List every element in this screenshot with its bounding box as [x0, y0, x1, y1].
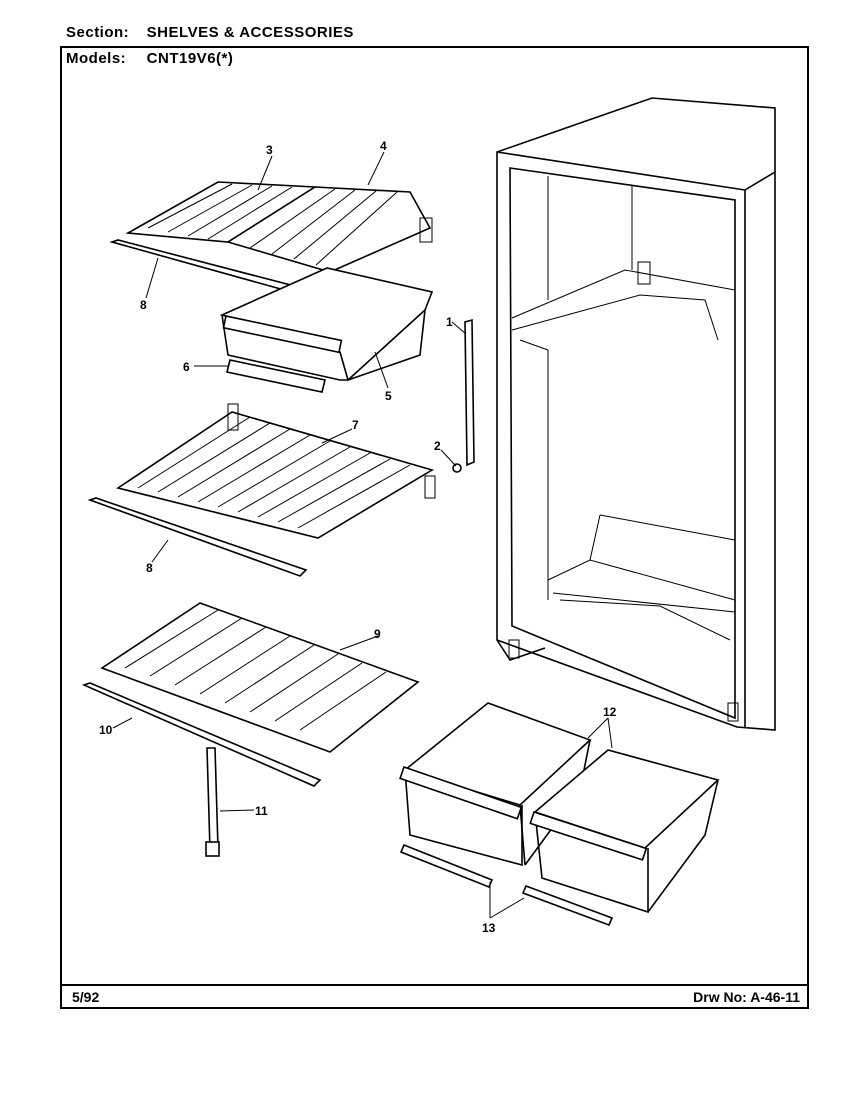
- models-value: CNT19V6(*): [146, 50, 234, 67]
- shelf-support-1: [464, 318, 475, 467]
- callout-8-upper: 8: [140, 298, 147, 312]
- callout-5: 5: [385, 389, 392, 403]
- callout-10: 10: [99, 723, 113, 737]
- wire-shelf-7: [116, 403, 436, 539]
- footer-drawing-number: Drw No: A-46-11: [693, 989, 800, 1005]
- callout-labels: 3 4 8 5 6 1 2 7 8 9 10 11 12 13: [99, 139, 617, 935]
- callout-9: 9: [374, 627, 381, 641]
- crisper-drawer-12-right: [529, 749, 720, 914]
- shelf-trim-10: [81, 682, 322, 787]
- callout-2: 2: [434, 439, 441, 453]
- refrigerator-cabinet: [496, 97, 776, 731]
- section-label: Section:: [66, 24, 130, 41]
- callout-7: 7: [352, 418, 359, 432]
- models-label: Models:: [66, 50, 127, 67]
- shelf-trim-8-middle: [87, 497, 308, 577]
- callout-8-middle: 8: [146, 561, 153, 575]
- screw-2: [452, 463, 462, 473]
- models-heading: Models: CNT19V6(*): [66, 50, 233, 67]
- callout-leaders: [112, 151, 613, 919]
- meat-keeper-5: [219, 267, 434, 382]
- callout-12: 12: [603, 705, 617, 719]
- callout-13: 13: [482, 921, 496, 935]
- crisper-drawer-12-left: [399, 702, 592, 867]
- shelf-stud-11: [205, 747, 220, 857]
- footer-divider: [60, 984, 809, 986]
- callout-1: 1: [446, 315, 453, 329]
- callout-11: 11: [255, 804, 268, 818]
- diagram-frame: [60, 46, 809, 1009]
- section-heading: Section: SHELVES & ACCESSORIES: [66, 24, 354, 41]
- glide-6: [226, 359, 326, 393]
- drawer-glides-13: [399, 843, 614, 927]
- section-value: SHELVES & ACCESSORIES: [146, 24, 354, 41]
- callout-4: 4: [380, 139, 387, 153]
- callout-3: 3: [266, 143, 273, 157]
- callout-6: 6: [183, 360, 190, 374]
- shelf-4: [226, 186, 433, 273]
- glass-shelf-9: [100, 602, 420, 753]
- footer-date: 5/92: [72, 989, 100, 1005]
